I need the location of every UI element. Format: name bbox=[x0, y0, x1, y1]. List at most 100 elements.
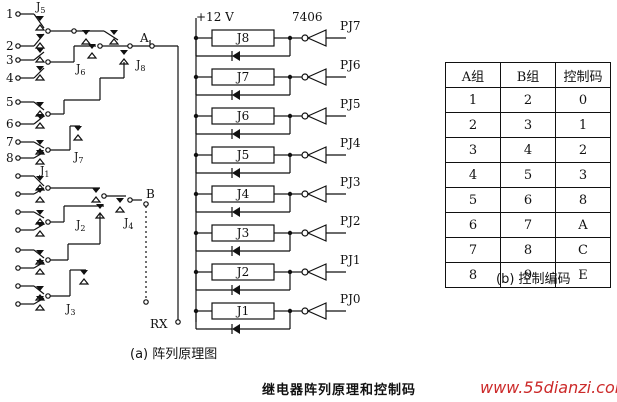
contact-open-marker bbox=[34, 268, 46, 275]
contact-open-marker bbox=[34, 24, 46, 31]
pin-terminal bbox=[15, 43, 21, 49]
contact-closed-marker bbox=[36, 286, 44, 291]
table-cell: 1 bbox=[445, 87, 501, 113]
contact-closed-marker bbox=[36, 102, 44, 107]
wire bbox=[33, 67, 45, 79]
contact-closed-marker bbox=[36, 176, 44, 181]
contact-open-marker bbox=[34, 74, 46, 81]
pin-terminal bbox=[15, 75, 21, 81]
terminal bbox=[149, 43, 155, 49]
flyback-diode bbox=[232, 324, 240, 334]
b-input-terminal bbox=[15, 265, 21, 271]
contact-closed-marker bbox=[80, 270, 88, 275]
caption-array-schematic: (a) 阵列原理图 bbox=[130, 347, 218, 362]
supply-label: +12 V bbox=[196, 10, 234, 24]
terminal bbox=[45, 147, 51, 153]
wire bbox=[33, 249, 45, 259]
contact-closed-marker bbox=[36, 114, 44, 119]
table-cell: 4 bbox=[445, 162, 501, 188]
page-title: 继电器阵列原理和控制码 bbox=[262, 383, 417, 398]
pin-terminal bbox=[15, 155, 21, 161]
pin-label: 8 bbox=[6, 151, 14, 165]
table-cell: 8 bbox=[445, 262, 501, 288]
wire bbox=[33, 285, 45, 295]
port-label: PJ0 bbox=[340, 292, 361, 306]
relay-coil-label: J3 bbox=[235, 226, 249, 240]
flyback-diode bbox=[232, 246, 240, 256]
table-cell: 7 bbox=[445, 237, 501, 263]
switch-label-j7: J7 bbox=[73, 150, 84, 165]
contact-closed-marker bbox=[36, 48, 44, 53]
contact-closed-marker bbox=[110, 30, 118, 35]
flyback-diode bbox=[232, 168, 240, 178]
contact-open-marker bbox=[90, 196, 102, 203]
pin-label: 6 bbox=[6, 117, 14, 131]
pin-terminal bbox=[15, 99, 21, 105]
inverter-gate bbox=[306, 263, 327, 281]
inverter-gate bbox=[306, 185, 327, 203]
b-terminal bbox=[143, 201, 149, 207]
b-input-terminal bbox=[15, 301, 21, 307]
table-header-cell: B组 bbox=[500, 62, 556, 88]
switch-label-j8: J8 bbox=[135, 58, 146, 73]
wire bbox=[33, 13, 45, 29]
relay-coil-label: J5 bbox=[235, 148, 249, 162]
table-cell: 4 bbox=[500, 137, 556, 163]
inverter-gate bbox=[306, 146, 327, 164]
wire bbox=[33, 115, 45, 125]
contact-open-marker bbox=[34, 56, 46, 63]
contact-open-marker bbox=[86, 52, 98, 59]
b-input-terminal bbox=[15, 227, 21, 233]
pin-label: 2 bbox=[6, 39, 14, 53]
pin-label: 7 bbox=[6, 135, 14, 149]
terminal bbox=[45, 28, 51, 34]
wire bbox=[33, 151, 45, 159]
b-input-terminal bbox=[15, 173, 21, 179]
contact-open-marker bbox=[34, 304, 46, 311]
table-cell: 0 bbox=[555, 87, 611, 113]
table-cell: 6 bbox=[445, 212, 501, 238]
wire bbox=[33, 51, 45, 61]
pin-label: 3 bbox=[6, 53, 14, 67]
flyback-diode bbox=[232, 129, 240, 139]
table-cell: 6 bbox=[500, 187, 556, 213]
port-label: PJ7 bbox=[340, 19, 361, 33]
flyback-diode bbox=[232, 90, 240, 100]
table-cell: A bbox=[555, 212, 611, 238]
terminal bbox=[101, 193, 107, 199]
contact-closed-marker bbox=[36, 16, 44, 21]
contact-closed-marker bbox=[88, 44, 96, 49]
inverter-gate bbox=[306, 302, 327, 320]
b-input-terminal bbox=[15, 247, 21, 253]
contact-closed-marker bbox=[36, 140, 44, 145]
table-cell: 7 bbox=[500, 212, 556, 238]
contact-closed-marker bbox=[96, 204, 104, 209]
terminal bbox=[45, 293, 51, 299]
contact-open-marker bbox=[108, 38, 120, 45]
switch-label-j2: J2 bbox=[75, 218, 86, 233]
switch-label-j5: J5 bbox=[35, 0, 46, 15]
terminal bbox=[127, 43, 133, 49]
wire bbox=[33, 297, 45, 305]
port-label: PJ5 bbox=[340, 97, 361, 111]
table-cell: 5 bbox=[500, 162, 556, 188]
node-a-label: A bbox=[139, 31, 149, 45]
contact-open-marker bbox=[34, 230, 46, 237]
b-input-terminal bbox=[15, 283, 21, 289]
table-cell: 1 bbox=[555, 112, 611, 138]
switch-label-j6: J6 bbox=[75, 62, 86, 77]
terminal bbox=[97, 43, 103, 49]
relay-coil-label: J1 bbox=[235, 304, 249, 318]
wire bbox=[33, 261, 45, 269]
switch-label-j1: J1 bbox=[39, 164, 50, 179]
rx-label: RX bbox=[150, 317, 168, 331]
contact-closed-marker bbox=[36, 222, 44, 227]
contact-open-marker bbox=[78, 278, 90, 285]
